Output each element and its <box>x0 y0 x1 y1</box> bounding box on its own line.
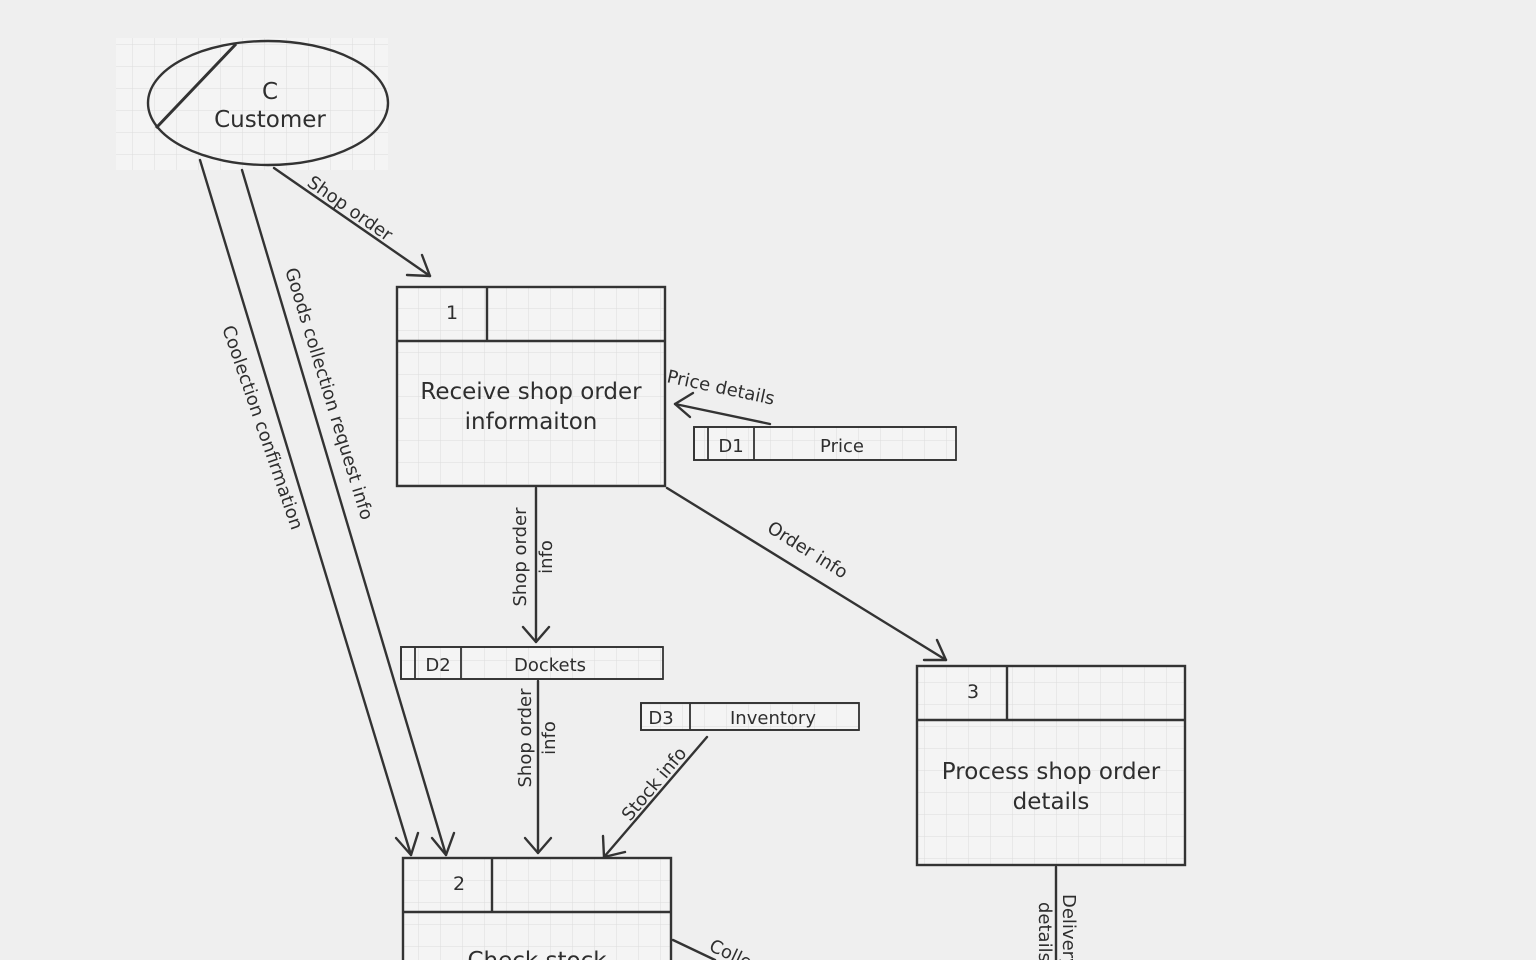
flow-collection-confirmation-label: Coolection confirmation <box>217 323 307 533</box>
process-1-title-line2: informaiton <box>465 409 598 435</box>
flow-collection-out[interactable]: Colle <box>671 935 755 960</box>
flow-goods-collection-label: Goods collection request info <box>280 265 377 522</box>
flow-collection-out-label: Colle <box>706 935 755 960</box>
process-2-number: 2 <box>453 873 465 895</box>
flow-price-details-line <box>673 402 772 426</box>
datastore-d1-name: Price <box>820 436 864 457</box>
flow-shop-order-arrowhead <box>405 253 432 278</box>
flow-shop-order-info-1-label-line2: info <box>536 540 557 574</box>
process-2-box <box>401 856 673 960</box>
flow-shop-order-info-1-arrowhead <box>521 625 551 644</box>
datastore-d1-id: D1 <box>718 436 743 457</box>
flow-goods-collection-line <box>240 168 448 857</box>
flow-shop-order-info-1[interactable]: Shop order info <box>510 486 557 644</box>
datastore-d3-fill <box>640 702 860 731</box>
flow-stock-info-line <box>602 735 709 859</box>
datastore-d2[interactable]: D2 Dockets <box>400 646 664 680</box>
datastore-d3-name: Inventory <box>730 708 816 729</box>
datastore-d3-id: D3 <box>648 708 673 729</box>
flow-order-info[interactable]: Order info <box>665 486 948 662</box>
flow-collection-confirmation-arrowhead <box>394 831 420 857</box>
process-3-title-line2: details <box>1013 789 1090 815</box>
flow-collection-confirmation[interactable]: Coolection confirmation <box>198 158 420 857</box>
process-1-box <box>395 285 667 488</box>
process-2[interactable]: 2 Check stock <box>401 856 673 960</box>
flow-shop-order-info-1-label-line1: Shop order <box>510 507 531 607</box>
flow-stock-info[interactable]: Stock info <box>601 735 709 859</box>
flow-shop-order-label: Shop order <box>303 172 397 246</box>
process-3-box <box>915 664 1187 867</box>
flow-stock-info-label: Stock info <box>618 743 691 825</box>
datastore-d2-fill <box>400 646 664 680</box>
flow-delivery-details-label-line2: details <box>1034 902 1055 960</box>
flow-shop-order-info-2-label-line2: info <box>539 721 560 755</box>
flow-goods-collection[interactable]: Goods collection request info <box>240 168 456 857</box>
datastore-d2-name: Dockets <box>514 655 586 676</box>
flow-order-info-arrowhead <box>922 638 948 662</box>
flow-shop-order-info-2-arrowhead <box>523 836 553 855</box>
flow-shop-order-line <box>272 166 432 278</box>
entity-duplicate-slash <box>154 42 238 130</box>
flow-price-details-arrowhead <box>673 391 695 419</box>
flow-shop-order-info-2[interactable]: Shop order info <box>515 679 560 855</box>
flow-order-info-line <box>665 486 948 662</box>
datastore-d1-outline <box>693 426 956 461</box>
flow-delivery-details[interactable]: Delivery details <box>1034 865 1079 960</box>
process-3-number: 3 <box>967 681 979 703</box>
customer-entity[interactable]: C Customer <box>116 38 390 170</box>
flow-collection-confirmation-line <box>198 158 413 857</box>
entity-name: Customer <box>214 107 326 133</box>
datastore-d1[interactable]: D1 Price <box>693 426 957 461</box>
process-1-title-line1: Receive shop order <box>420 379 642 405</box>
flow-stock-info-arrowhead <box>601 834 627 859</box>
process-1-number: 1 <box>446 302 458 324</box>
flow-goods-collection-arrowhead <box>430 831 456 857</box>
flow-collection-out-line <box>671 938 717 960</box>
datastore-d3[interactable]: D3 Inventory <box>640 702 860 731</box>
datastore-d2-outline <box>400 646 663 680</box>
flow-shop-order-info-2-label-line1: Shop order <box>515 688 536 788</box>
datastore-d2-id: D2 <box>425 655 450 676</box>
flow-price-details-label: Price details <box>665 366 777 409</box>
process-1[interactable]: 1 Receive shop order informaiton <box>395 285 667 488</box>
process-3-title-line1: Process shop order <box>942 759 1161 785</box>
flow-shop-order[interactable]: Shop order <box>272 166 432 278</box>
flow-price-details[interactable]: Price details <box>665 366 777 426</box>
entity-code: C <box>262 79 278 105</box>
process-3[interactable]: 3 Process shop order details <box>915 664 1187 867</box>
flow-delivery-details-label-line1: Delivery <box>1058 894 1079 960</box>
process-2-title-line1: Check stock <box>467 948 607 960</box>
